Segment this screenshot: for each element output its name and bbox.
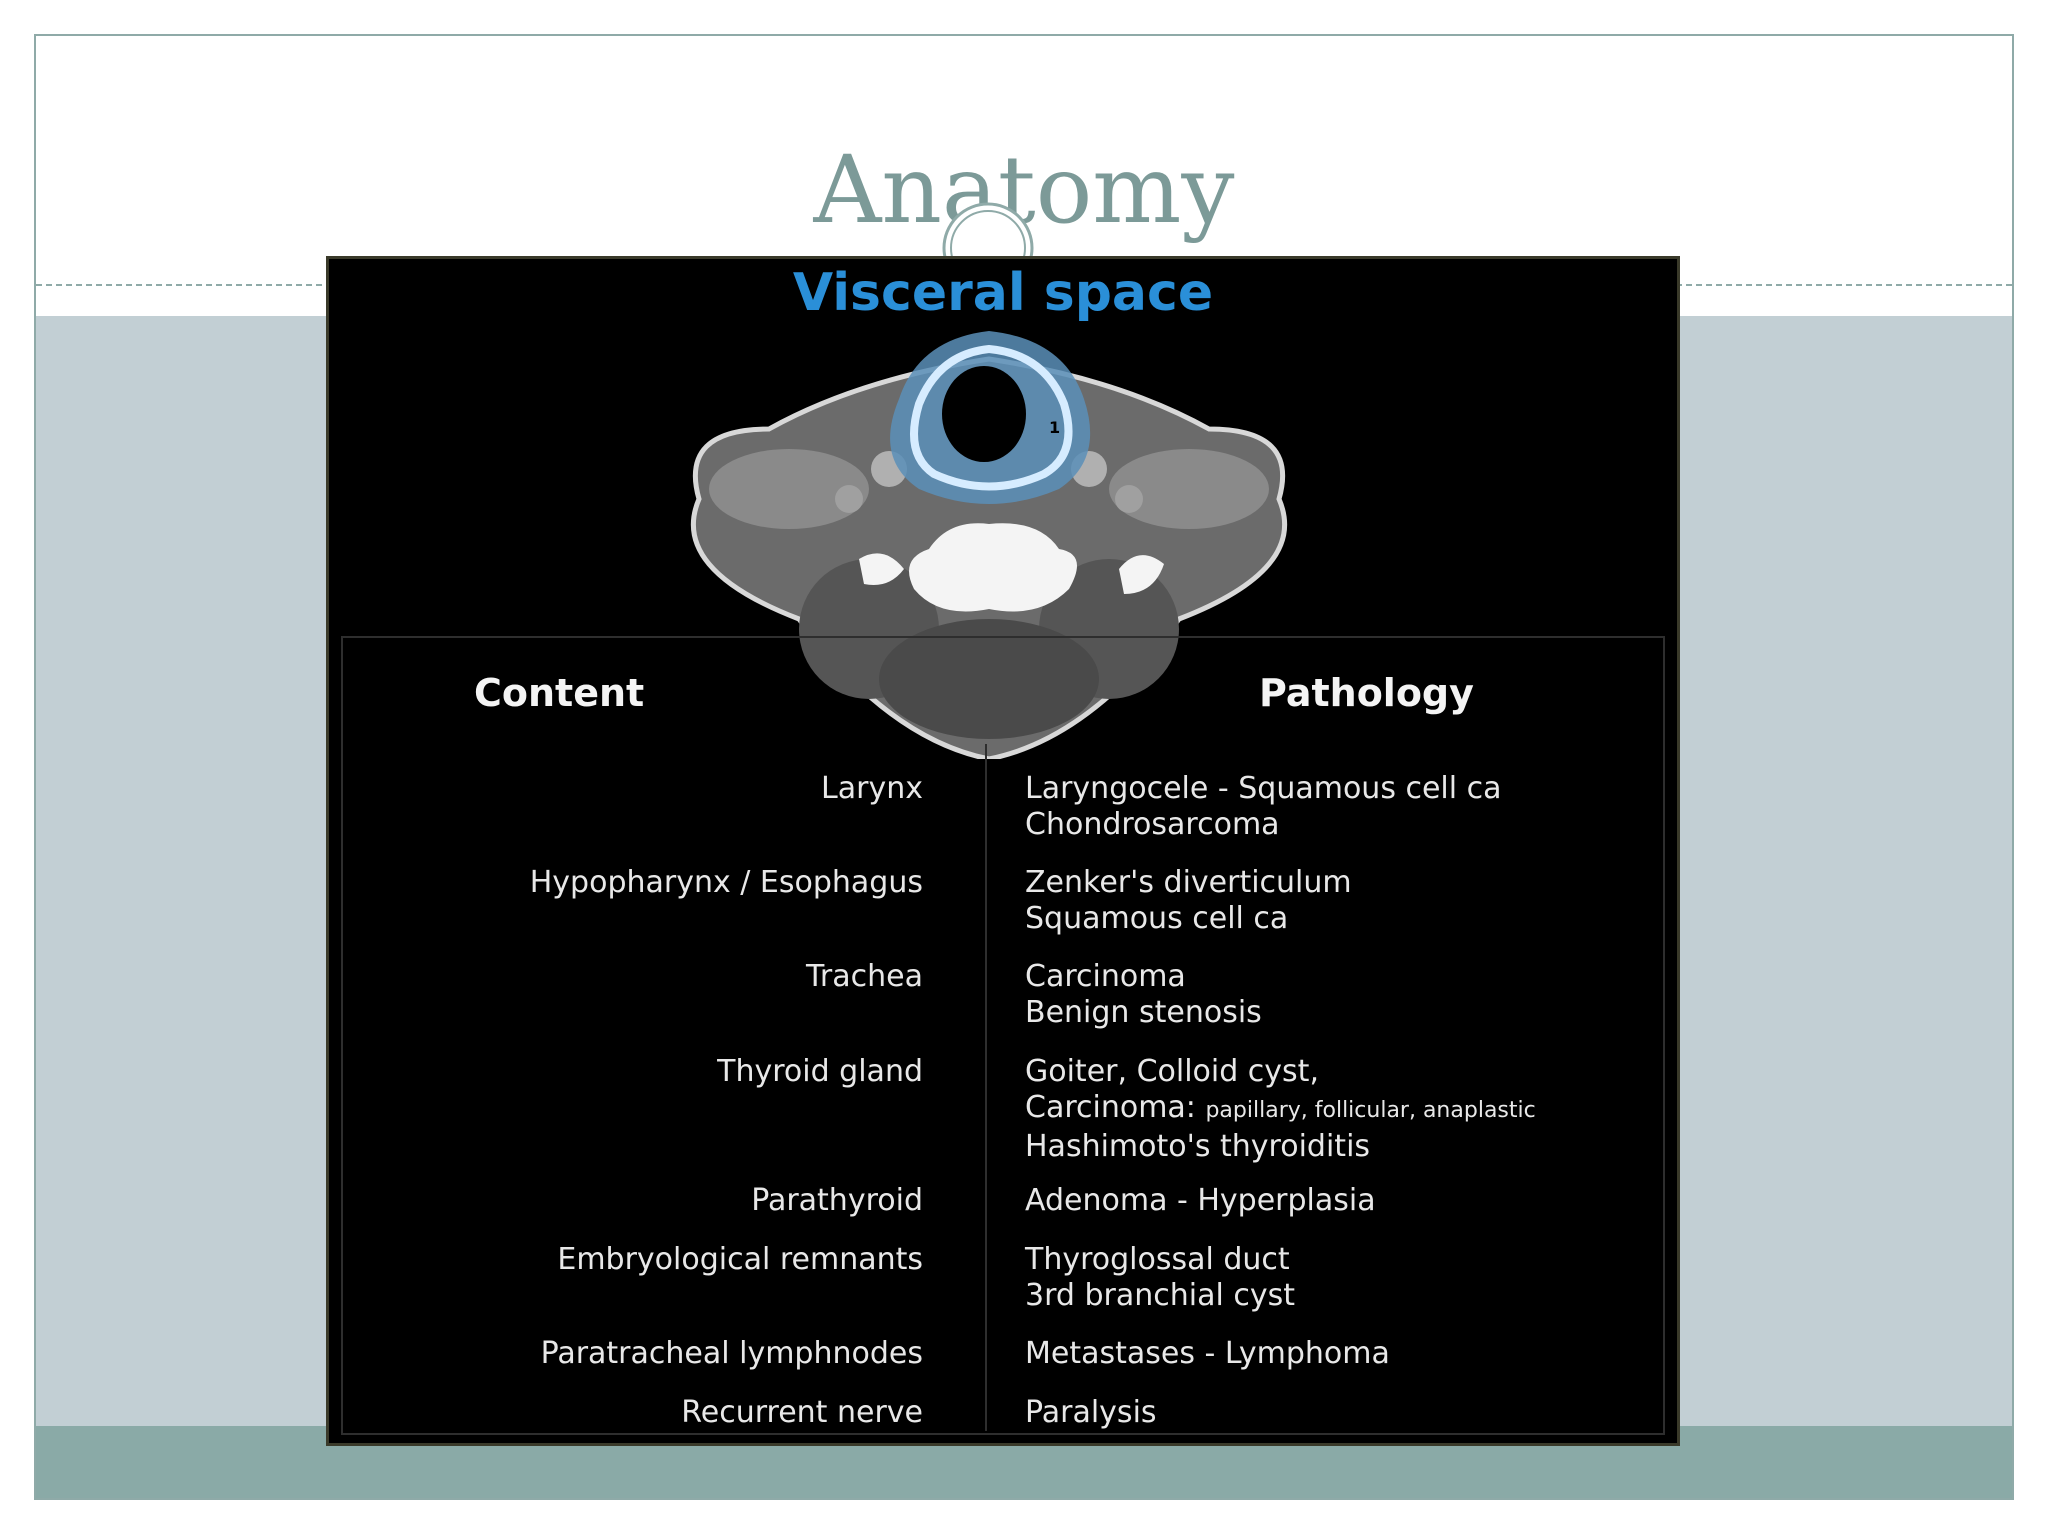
pathology-line: Zenker's diverticulum [1025,865,1352,900]
content-header: Content [474,671,645,715]
content-cell: Recurrent nerve [681,1395,923,1430]
pathology-text: Carcinoma: [1025,1090,1196,1125]
pathology-line: Thyroglossal duct [1025,1242,1290,1277]
content-cell: Embryological remnants [557,1242,923,1277]
pathology-line: 3rd branchial cyst [1025,1278,1295,1313]
pathology-line: Carcinoma: papillary, follicular, anapla… [1025,1090,1536,1129]
ct-scan-image: 1 [690,331,1288,759]
pathology-note: papillary, follicular, anaplastic [1205,1098,1536,1123]
pathology-cell: Thyroglossal duct 3rd branchial cyst [1025,1242,1295,1314]
pathology-cell: Goiter, Colloid cyst, Carcinoma: papilla… [1025,1054,1536,1165]
pathology-line: Paralysis [1025,1395,1157,1430]
content-cell: Parathyroid [751,1183,923,1218]
pathology-cell: Carcinoma Benign stenosis [1025,959,1262,1031]
pathology-cell: Laryngocele - Squamous cell ca Chondrosa… [1025,771,1502,843]
pathology-line: Chondrosarcoma [1025,807,1280,842]
visceral-space-figure: Visceral space 1 Content Pathology Laryn… [326,256,1680,1446]
pathology-line: Goiter, Colloid cyst, [1025,1054,1319,1089]
content-cell: Hypopharynx / Esophagus [529,865,923,900]
pathology-line: Hashimoto's thyroiditis [1025,1129,1371,1164]
pathology-line: Laryngocele - Squamous cell ca [1025,771,1502,806]
pathology-cell: Zenker's diverticulum Squamous cell ca [1025,865,1352,937]
content-cell: Trachea [806,959,923,994]
content-cell: Larynx [821,771,923,806]
pathology-line: Benign stenosis [1025,995,1262,1030]
content-cell: Thyroid gland [717,1054,923,1089]
pathology-header: Pathology [1259,671,1474,715]
pathology-cell: Metastases - Lymphoma [1025,1336,1390,1372]
column-divider [985,744,987,1431]
pathology-line: Carcinoma [1025,959,1186,994]
table-border [341,636,1665,1435]
content-cell: Paratracheal lymphnodes [540,1336,923,1371]
scan-marker: 1 [1049,418,1060,437]
pathology-cell: Paralysis [1025,1395,1157,1431]
pathology-line: Squamous cell ca [1025,901,1289,936]
figure-heading: Visceral space [792,263,1214,323]
pathology-line: Metastases - Lymphoma [1025,1336,1390,1371]
pathology-line: Adenoma - Hyperplasia [1025,1183,1376,1218]
pathology-cell: Adenoma - Hyperplasia [1025,1183,1376,1219]
